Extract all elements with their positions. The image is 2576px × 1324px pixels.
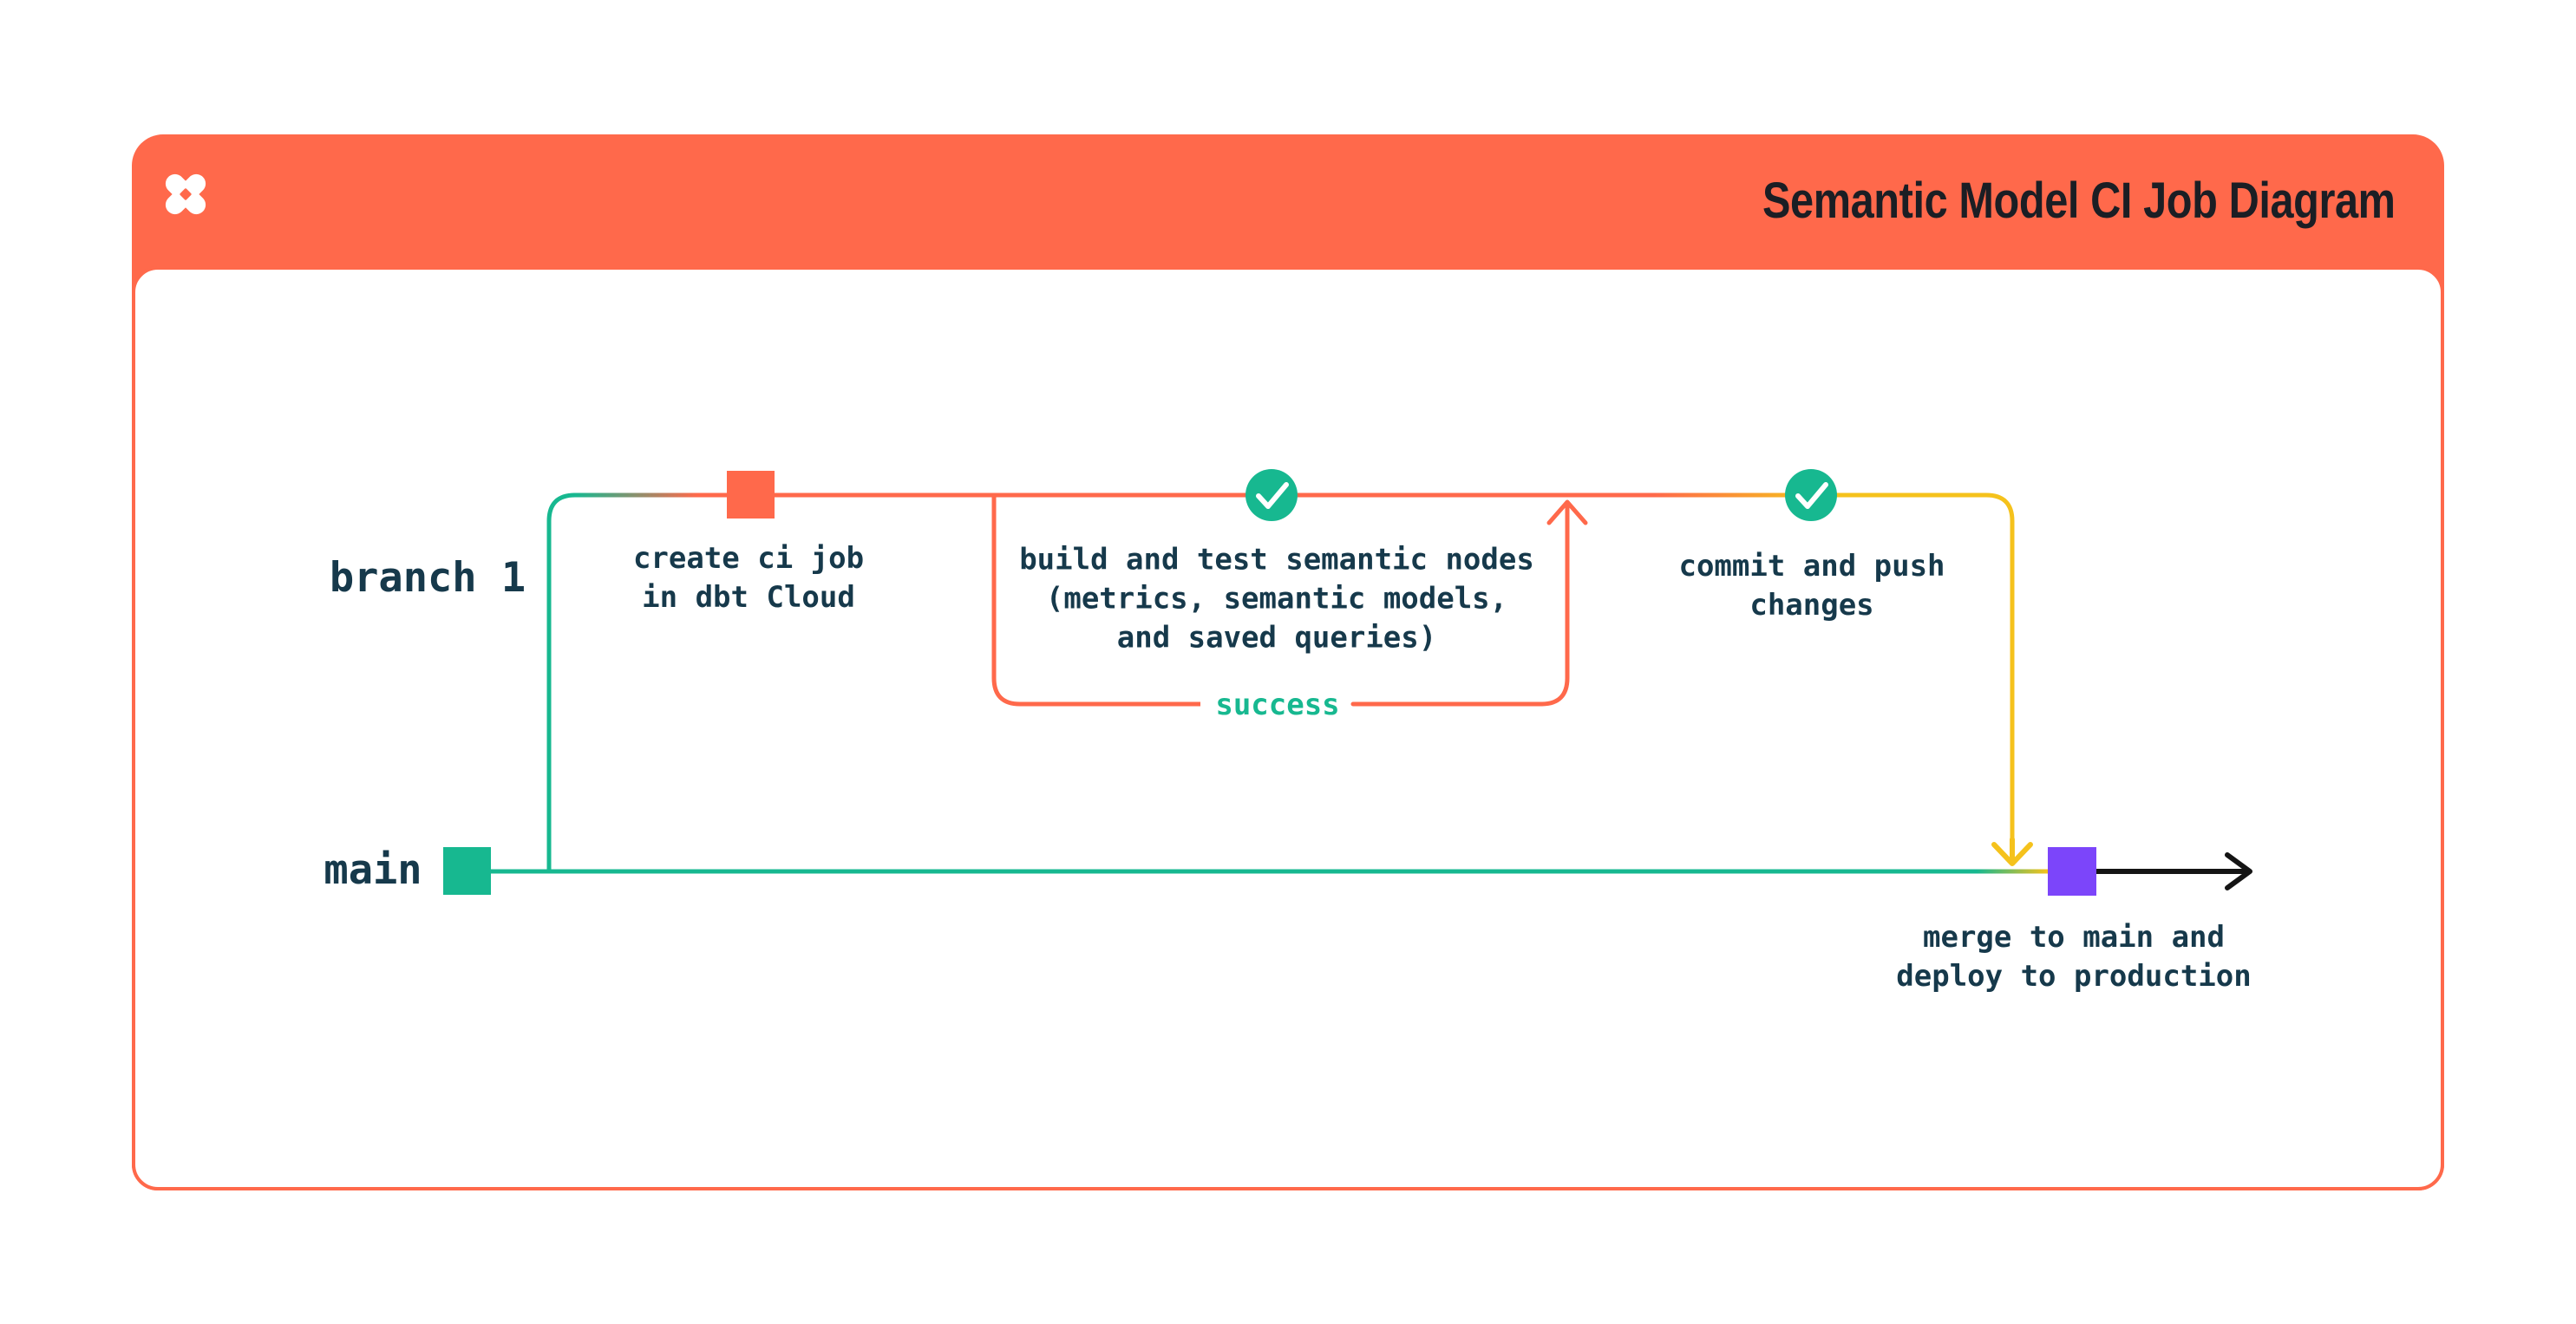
node-label-create-ci-job: create ci job in dbt Cloud [632,541,865,615]
branch-fork-line [546,492,576,870]
branch-line [573,492,2015,841]
dbt-logo-icon [165,173,206,215]
main-label: main [324,846,422,894]
deploy-arrow [2094,852,2252,890]
merge-arrowhead [1991,837,2033,866]
build-test-check-icon [1246,469,1298,521]
node-label-build-test: build and test semantic nodes (metrics, … [1019,542,1534,655]
diagram-card: Semantic Model CI Job Diagram [132,134,2444,1190]
card-header: Semantic Model CI Job Diagram [132,134,2444,266]
page-title: Semantic Model CI Job Diagram [1762,172,2396,229]
create-ci-job-marker [727,471,775,519]
success-loop-left [991,495,1200,707]
success-label: success [1215,688,1340,722]
node-label-merge-deploy: merge to main and deploy to production [1896,920,2252,994]
branch-1-label: branch 1 [329,554,526,602]
card-body [132,266,2444,1190]
merge-commit-marker [2048,847,2096,896]
commit-push-check-icon [1785,469,1837,521]
node-label-commit-push: commit and push changes [1678,549,1945,623]
main-start-commit-marker [443,847,491,895]
success-loop-arrow [1350,499,1588,707]
